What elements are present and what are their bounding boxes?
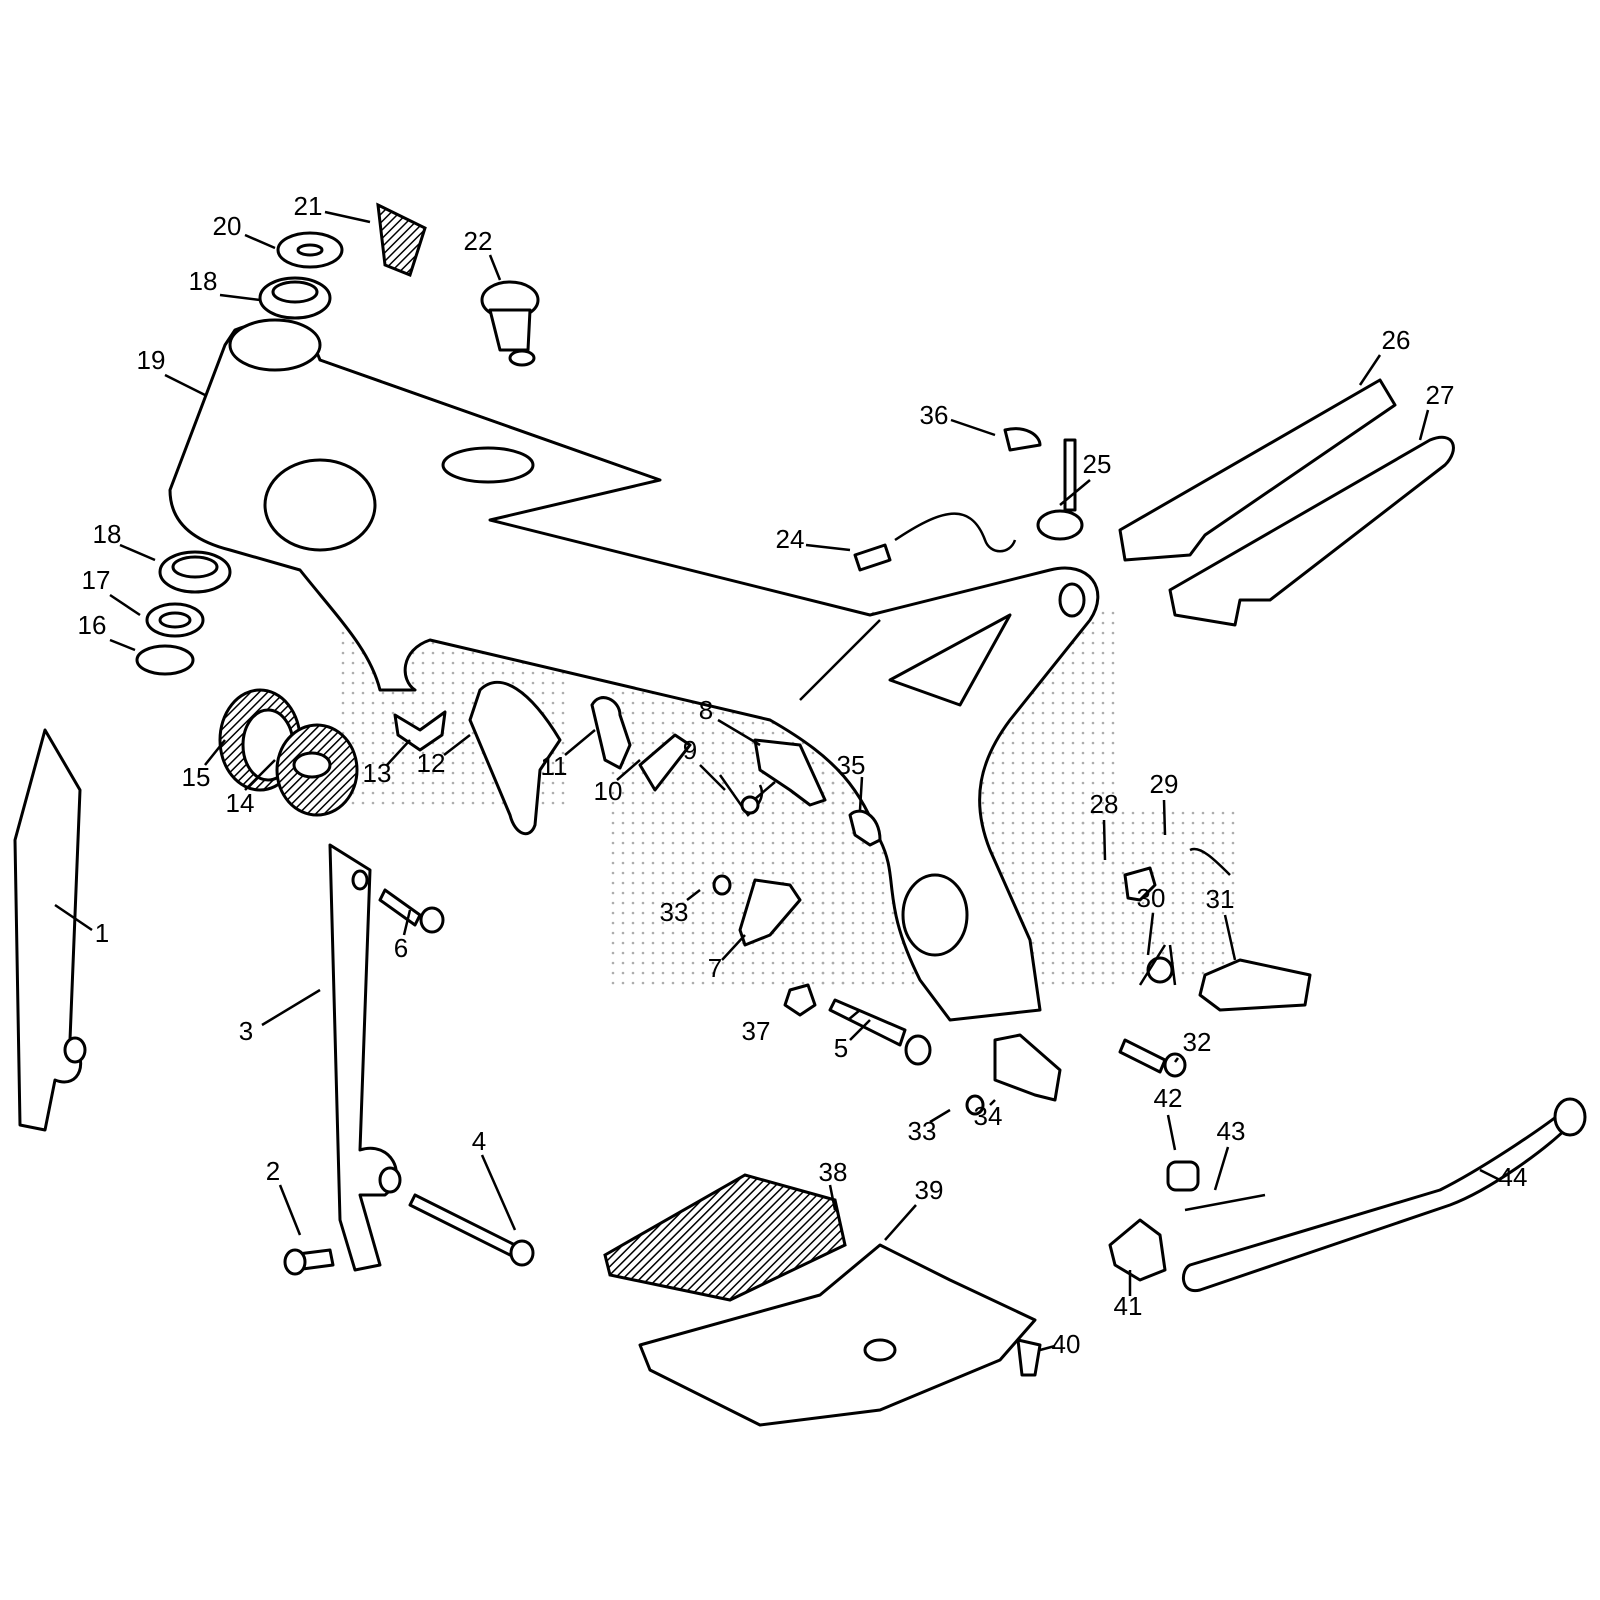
part-label-18-lower: 18	[93, 519, 122, 549]
part-label-31: 31	[1206, 884, 1235, 914]
part-label-4: 4	[472, 1126, 486, 1156]
frame-main	[168, 318, 1100, 1022]
part-label-36: 36	[920, 400, 949, 430]
part-label-16: 16	[78, 610, 107, 640]
part-label-15: 15	[182, 762, 211, 792]
part-label-10: 10	[594, 776, 623, 806]
part-label-14: 14	[226, 788, 255, 818]
bolt-32	[1118, 1038, 1187, 1078]
part-label-17: 17	[82, 565, 111, 595]
part-label-7: 7	[708, 953, 722, 983]
part-label-39: 39	[915, 1175, 944, 1205]
spring-9	[718, 774, 776, 817]
footpeg-8	[753, 738, 827, 807]
bolt-6	[378, 888, 445, 934]
nut-37	[783, 983, 817, 1017]
part-label-38: 38	[819, 1157, 848, 1187]
tap-25	[1036, 438, 1084, 541]
part-label-41: 41	[1114, 1291, 1143, 1321]
plug-22	[480, 280, 540, 367]
part-label-19: 19	[137, 345, 166, 375]
screw-40	[1016, 1338, 1042, 1377]
part-label-34: 34	[974, 1101, 1003, 1131]
footpeg-31	[1198, 958, 1312, 1012]
o-ring-16	[135, 644, 195, 676]
part-label-24: 24	[776, 524, 805, 554]
part-label-37: 37	[742, 1016, 771, 1046]
grommet-21	[376, 202, 427, 277]
clip-36	[1003, 427, 1042, 452]
plate-35	[848, 809, 882, 847]
plate-26	[1118, 378, 1397, 562]
cover-14	[275, 723, 359, 817]
part-label-40: 40	[1052, 1329, 1081, 1359]
bracket-13	[393, 710, 447, 752]
plate-27	[1168, 435, 1455, 627]
bearing-lower	[158, 550, 232, 594]
arm-3	[328, 843, 402, 1272]
seal-17	[145, 602, 205, 638]
guard-1	[13, 728, 87, 1132]
part-label-22: 22	[464, 226, 493, 256]
part-labels: 1 2 3 4 5 6 7 8 9 10 11 12 13 14 15 16 1…	[78, 191, 1528, 1359]
part-label-1: 1	[95, 918, 109, 948]
part-label-33-b: 33	[908, 1116, 937, 1146]
spring-30	[1138, 944, 1177, 986]
part-label-29: 29	[1150, 769, 1179, 799]
part-label-26: 26	[1382, 325, 1411, 355]
pin-29	[1189, 847, 1231, 876]
nut-33a	[712, 874, 732, 896]
part-label-21: 21	[294, 191, 323, 221]
part-label-42: 42	[1154, 1083, 1183, 1113]
part-label-2: 2	[266, 1156, 280, 1186]
stand-44	[1181, 1097, 1587, 1293]
part-label-20: 20	[213, 211, 242, 241]
part-label-30: 30	[1137, 883, 1166, 913]
bracket-34	[993, 1033, 1062, 1102]
clamp-11	[590, 696, 632, 770]
bolt-4	[408, 1193, 535, 1267]
bolt-2	[283, 1248, 335, 1276]
part-label-44: 44	[1499, 1162, 1528, 1192]
part-label-12: 12	[417, 748, 446, 778]
part-label-3: 3	[239, 1016, 253, 1046]
part-label-28: 28	[1090, 789, 1119, 819]
part-label-33-a: 33	[660, 897, 689, 927]
part-label-13: 13	[363, 758, 392, 788]
nut-33b	[965, 1094, 985, 1116]
part-label-32: 32	[1183, 1027, 1212, 1057]
part-label-25: 25	[1083, 449, 1112, 479]
part-label-18-upper: 18	[189, 266, 218, 296]
bracket-7	[738, 878, 802, 947]
washer-20	[276, 231, 344, 269]
pad-38	[603, 1173, 847, 1302]
bushing-42	[1166, 1160, 1200, 1192]
guard-12	[468, 680, 562, 836]
bearing-upper	[258, 276, 332, 320]
part-label-35: 35	[837, 750, 866, 780]
bolt-28	[1123, 866, 1157, 902]
part-label-11: 11	[541, 751, 568, 781]
spring-43	[1184, 1193, 1266, 1212]
part-label-43: 43	[1217, 1116, 1246, 1146]
part-label-9: 9	[683, 735, 697, 765]
clamp-10	[638, 733, 692, 792]
bracket-41	[1108, 1218, 1167, 1282]
hose	[894, 512, 1017, 553]
leader-lines	[54, 210, 1501, 1352]
part-label-27: 27	[1426, 380, 1455, 410]
part-label-8: 8	[699, 695, 713, 725]
part-label-5: 5	[834, 1033, 848, 1063]
part-label-6: 6	[394, 933, 408, 963]
fitting-24	[853, 543, 892, 572]
